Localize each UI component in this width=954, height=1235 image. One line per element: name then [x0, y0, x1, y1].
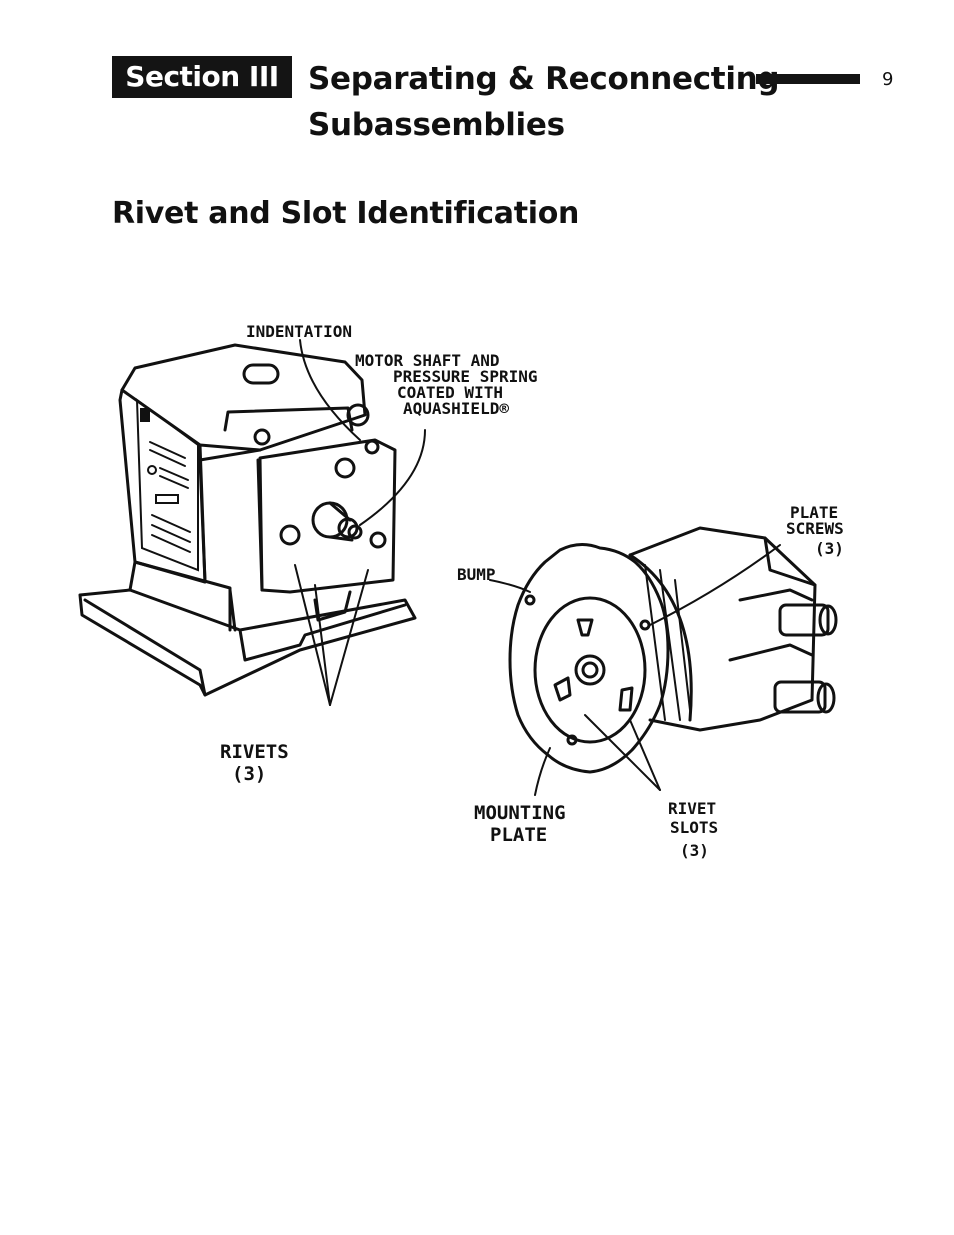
title-line-1: Separating & Reconnecting [308, 61, 780, 97]
label-bump: BUMP [457, 565, 496, 584]
label-rivets-line1: RIVETS [220, 741, 289, 763]
label-indentation: INDENTATION [246, 322, 352, 341]
label-mounting-line2: PLATE [490, 824, 547, 846]
label-motor-line2: PRESSURE SPRING [393, 367, 538, 386]
label-rivet-slots-line2: SLOTS [670, 818, 718, 837]
label-motor-line3: COATED WITH [397, 383, 503, 402]
label-plate-screws-line3: (3) [815, 539, 844, 558]
rivet-slot-illustration: INDENTATION MOTOR SHAFT AND PRESSURE SPR… [78, 322, 844, 860]
label-rivet-slots-line1: RIVET [668, 799, 716, 818]
label-motor-line1: MOTOR SHAFT AND [355, 351, 500, 370]
section-subtitle: Rivet and Slot Identification [112, 196, 580, 231]
label-plate-screws-line1: PLATE [790, 503, 838, 522]
title-line-2: Subassemblies [308, 107, 565, 143]
section-badge: Section III [112, 56, 292, 98]
page-number: 9 [882, 69, 894, 90]
label-rivets-line2: (3) [232, 763, 266, 785]
label-motor-line4: AQUASHIELD® [403, 399, 509, 418]
page-title: Separating & Reconnecting Subassemblies [308, 56, 780, 148]
motor-housing-drawing [78, 339, 426, 706]
mounting-plate-drawing [489, 526, 838, 796]
header-rule [756, 74, 860, 84]
label-mounting-line1: MOUNTING [474, 802, 566, 824]
label-rivet-slots-line3: (3) [680, 841, 709, 860]
label-plate-screws-line2: SCREWS [786, 519, 844, 538]
